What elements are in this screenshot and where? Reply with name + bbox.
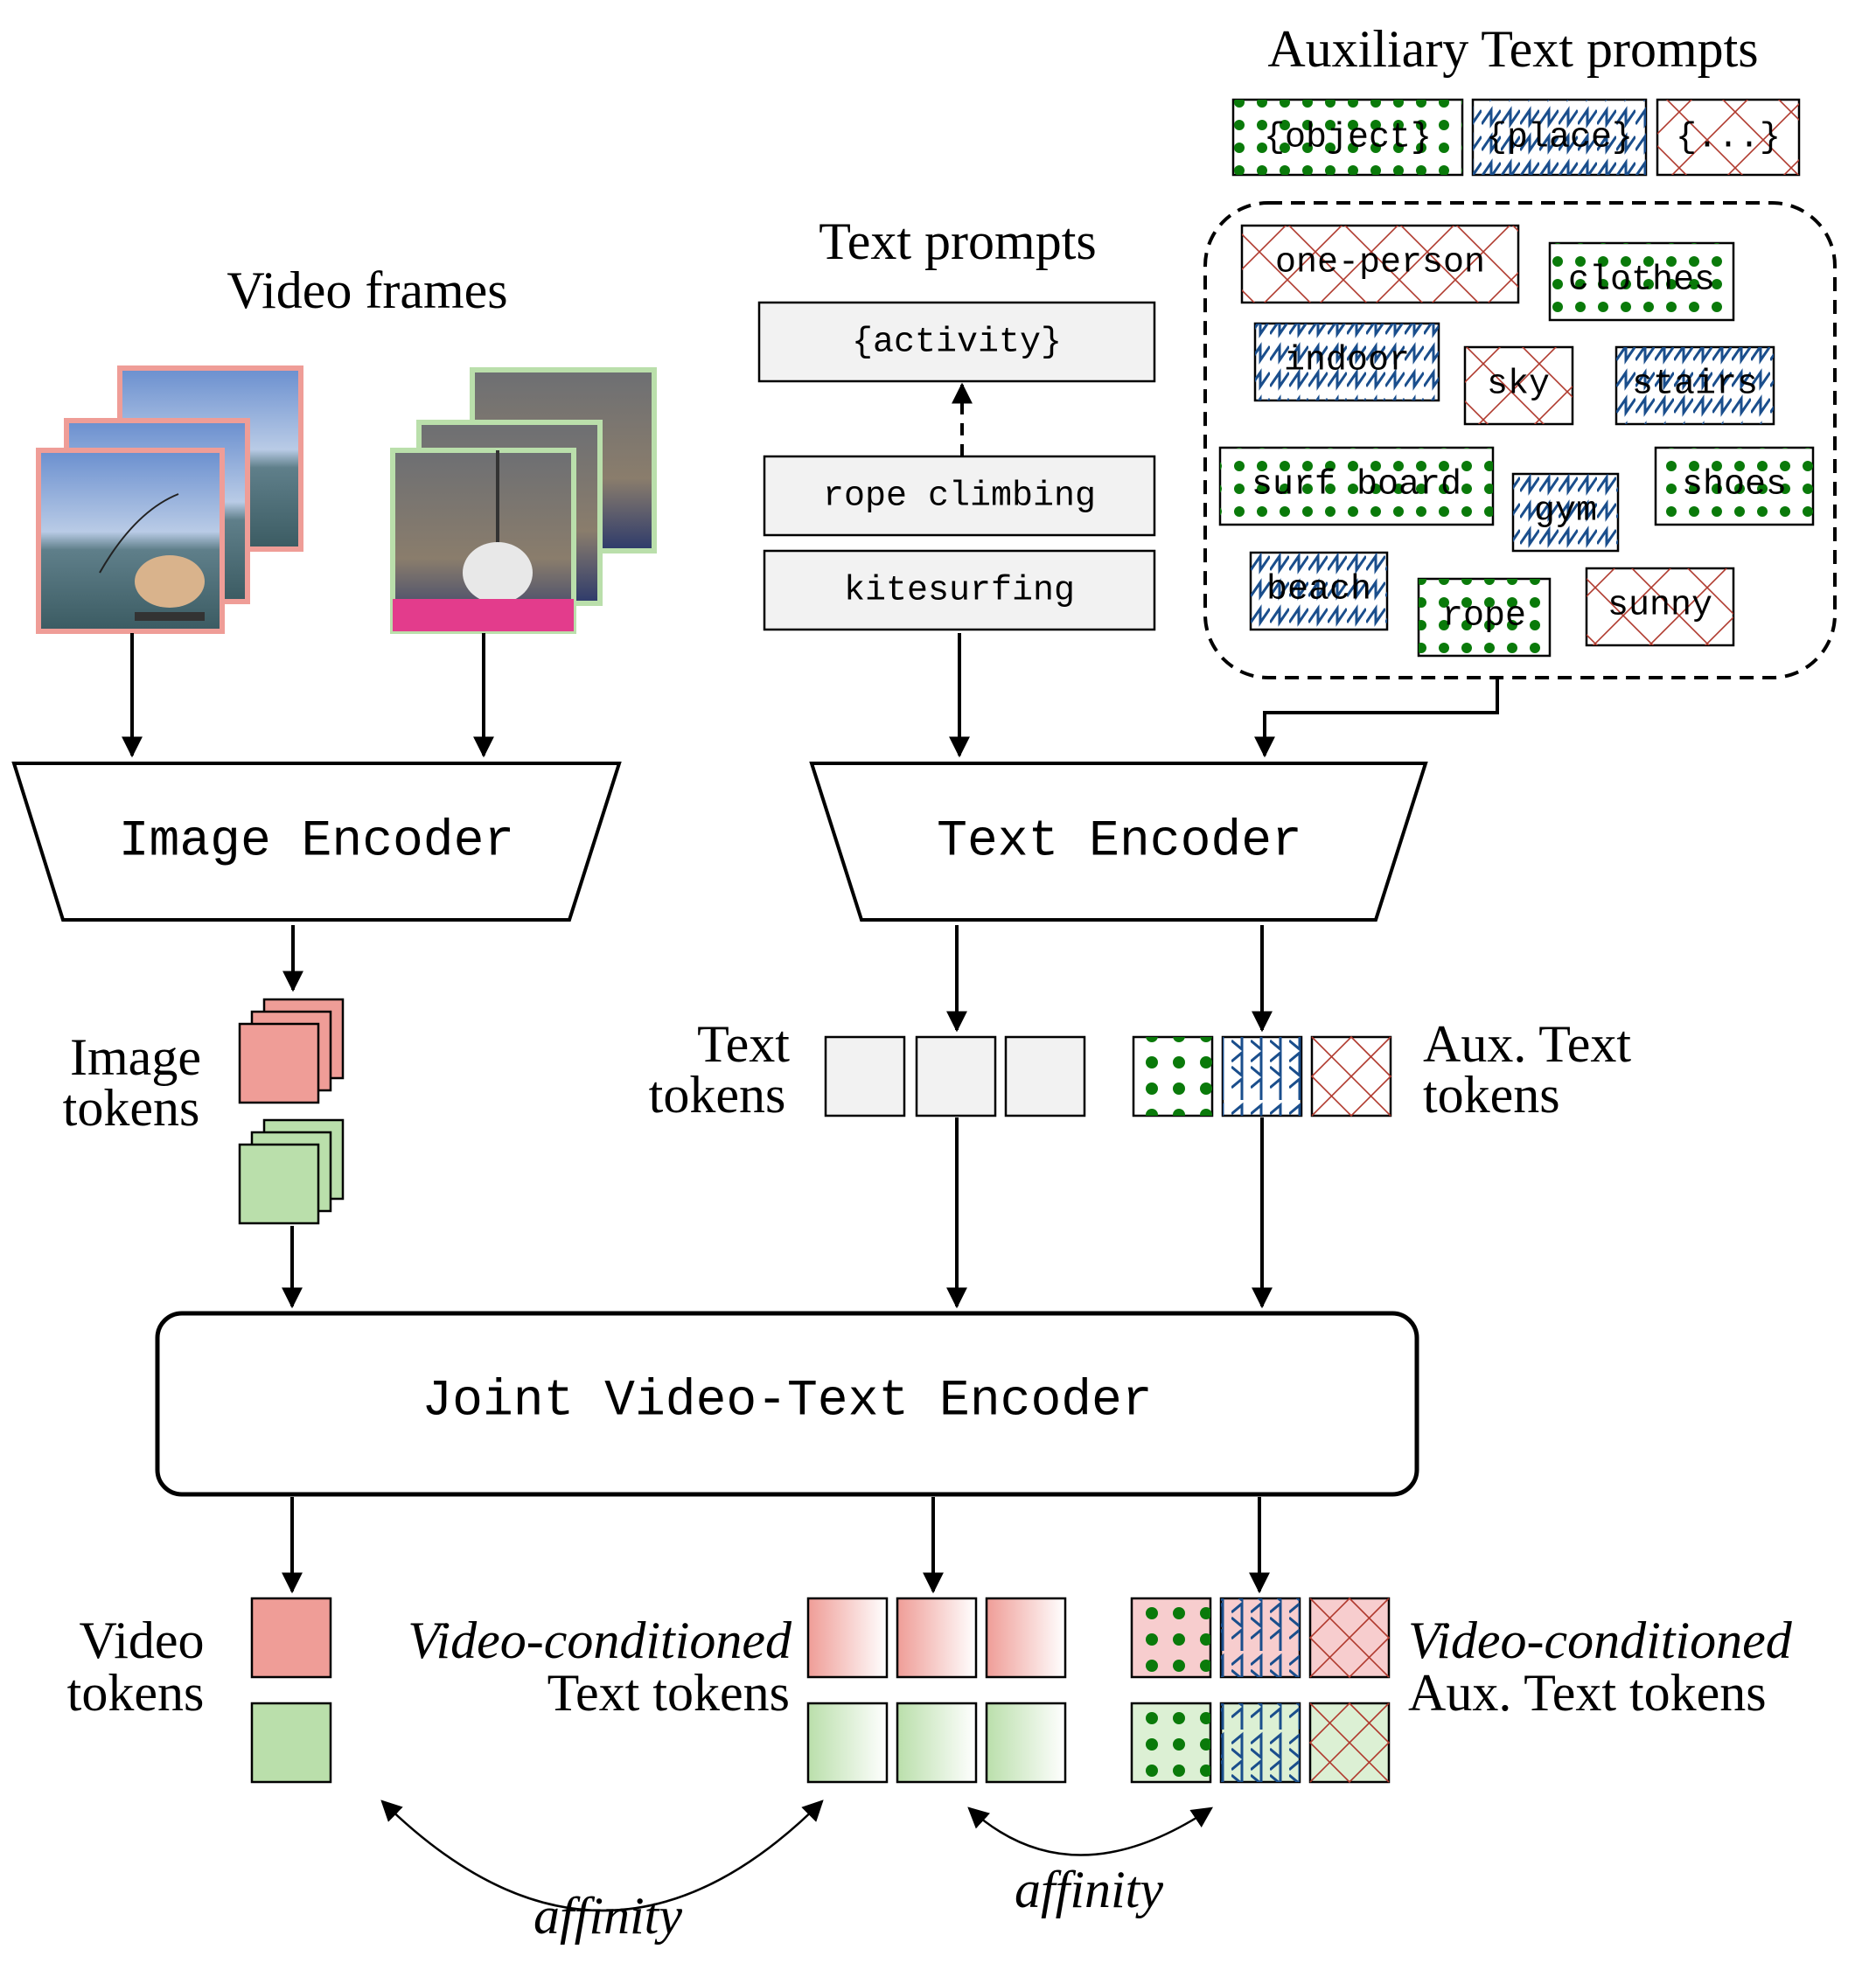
- rope-climbing-frame: [390, 448, 576, 634]
- image-encoder: [11, 762, 622, 922]
- svg-text:indoor: indoor: [1284, 342, 1410, 381]
- kitesurfing-frames: [36, 365, 303, 634]
- activity-prompt: {activity}: [852, 324, 1062, 363]
- text-prompts-heading: Text prompts: [819, 212, 1096, 270]
- aux-word-clothes: clothes: [1548, 241, 1735, 322]
- svg-text:clothes: clothes: [1568, 261, 1715, 301]
- aux-word-pool: [1203, 201, 1837, 679]
- svg-text:sunny: sunny: [1608, 587, 1712, 626]
- svg-text:sky: sky: [1487, 365, 1550, 405]
- video-frames-heading: Video frames: [227, 261, 507, 319]
- aux-word-sky: sky: [1463, 345, 1574, 426]
- aux-word-shoes: shoes: [1654, 446, 1815, 526]
- aux-category-other: {...}: [1656, 98, 1801, 177]
- aux-prompts-heading: Auxiliary Text prompts: [1267, 20, 1758, 78]
- svg-text:stairs: stairs: [1632, 365, 1758, 405]
- aux-category-place-label: {place}: [1486, 119, 1633, 158]
- text-tokens-label-1: Text: [697, 1015, 790, 1073]
- kitesurfing-prompt: kitesurfing: [844, 572, 1075, 611]
- aux-category-place: {place}: [1471, 98, 1648, 177]
- vc-aux-label-2: Aux. Text tokens: [1408, 1664, 1767, 1722]
- aux-category-object-label: {object}: [1264, 119, 1432, 158]
- aux-word-beach: beach: [1249, 551, 1389, 631]
- svg-text:one-person: one-person: [1275, 244, 1485, 283]
- vc-aux-label-1: Video-conditioned: [1408, 1612, 1793, 1669]
- aux-tokens-label-1: Aux. Text: [1423, 1015, 1631, 1073]
- svg-text:beach: beach: [1266, 571, 1371, 610]
- video-tokens-label-1: Video: [79, 1612, 204, 1669]
- svg-text:surf board: surf board: [1252, 466, 1461, 505]
- text-tokens-label-2: tokens: [649, 1066, 786, 1124]
- svg-text:gym: gym: [1534, 492, 1597, 532]
- svg-text:rope: rope: [1442, 597, 1526, 637]
- text-encoder: [809, 762, 1428, 922]
- vc-text-tokens-red: [806, 1597, 1067, 1679]
- vc-aux-tokens-green: [1130, 1702, 1391, 1784]
- aux-word-rope: rope: [1417, 577, 1552, 658]
- activity-prompt-box: [757, 301, 1156, 383]
- affinity-arc-text-aux: [967, 1806, 1213, 1856]
- vc-text-label-1: Video-conditioned: [408, 1612, 792, 1669]
- image-encoder-label: Image Encoder: [119, 813, 514, 870]
- video-token-red: [250, 1597, 332, 1679]
- aux-word-surf-board: surf board: [1218, 446, 1495, 526]
- aux-word-stairs: stairs: [1614, 345, 1775, 426]
- image-tokens-green: [238, 1118, 345, 1225]
- rope-climbing-prompt-box: [763, 455, 1156, 537]
- aux-word-indoor: indoor: [1253, 322, 1440, 402]
- vc-text-tokens-green: [806, 1702, 1067, 1784]
- aux-word-sunny: sunny: [1585, 567, 1735, 647]
- joint-encoder-label: Joint Video-Text Encoder: [422, 1373, 1152, 1430]
- text-tokens: [824, 1035, 1086, 1117]
- joint-video-text-encoder: [155, 1311, 1419, 1497]
- video-token-green: [250, 1702, 332, 1784]
- image-tokens-label-1: Image: [70, 1028, 201, 1086]
- rope-climbing-prompt: rope climbing: [823, 477, 1096, 517]
- text-encoder-label: Text Encoder: [937, 813, 1302, 870]
- vc-aux-tokens-red: [1130, 1597, 1391, 1679]
- aux-category-object: {object}: [1231, 98, 1464, 177]
- aux-word-gym: gym: [1511, 472, 1620, 553]
- affinity-arc-video-text: [380, 1799, 824, 1912]
- rope-climbing-frames: [390, 367, 657, 634]
- aux-word-one-person: one-person: [1240, 224, 1520, 304]
- aux-tokens-label-2: tokens: [1423, 1066, 1560, 1124]
- svg-text:shoes: shoes: [1682, 466, 1787, 505]
- video-tokens-label-2: tokens: [67, 1664, 205, 1722]
- image-tokens-label-2: tokens: [63, 1079, 200, 1137]
- aux-text-tokens: [1132, 1035, 1392, 1117]
- affinity-label-1: affinity: [534, 1887, 682, 1945]
- kitesurfing-prompt-box: [763, 549, 1156, 631]
- vc-text-label-2: Text tokens: [547, 1664, 790, 1722]
- aux-category-other-label: {...}: [1676, 119, 1781, 158]
- image-tokens-red: [238, 998, 345, 1104]
- affinity-label-2: affinity: [1015, 1861, 1163, 1918]
- kitesurfing-frame: [36, 448, 225, 634]
